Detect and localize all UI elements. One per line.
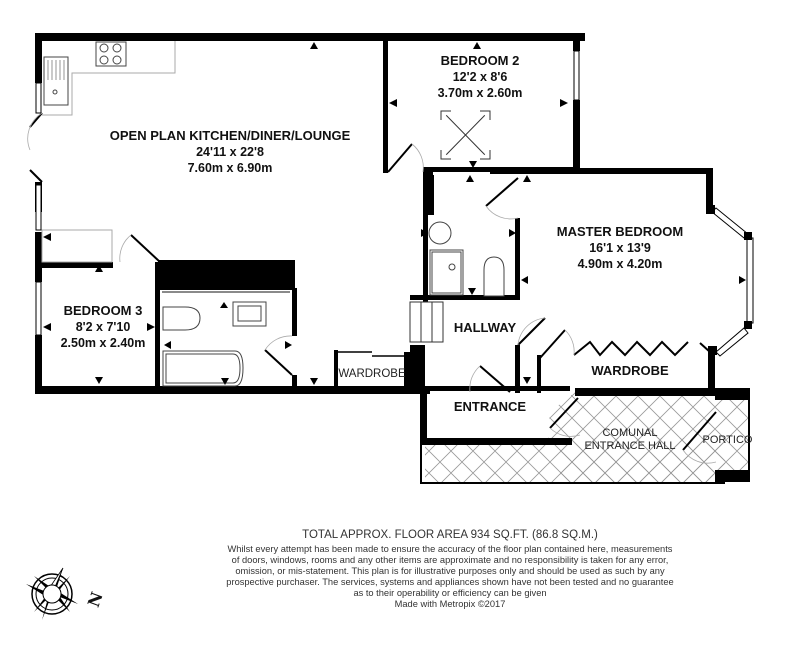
compass-rose-icon: N bbox=[18, 560, 113, 630]
bedroom3-dim-imperial: 8'2 x 7'10 bbox=[75, 320, 131, 334]
master-bedroom-dim-imperial: 16'1 x 13'9 bbox=[589, 241, 651, 255]
floor-plan bbox=[27, 33, 754, 484]
disclaimer-line: Whilst every attempt has been made to en… bbox=[227, 544, 673, 554]
disclaimer-line: as to their operability or efficiency ca… bbox=[353, 588, 547, 598]
wardrobe-master-label: WARDROBE bbox=[591, 363, 669, 378]
disclaimer: Whilst every attempt has been made to en… bbox=[200, 544, 700, 610]
portico-label: PORTICO bbox=[702, 434, 753, 446]
measurement-markers bbox=[43, 42, 746, 385]
footer: TOTAL APPROX. FLOOR AREA 934 SQ.FT. (86.… bbox=[200, 528, 700, 610]
bedroom3-label: BEDROOM 3 8'2 x 7'10 2.50m x 2.40m bbox=[48, 303, 158, 351]
disclaimer-line: prospective purchaser. The services, sys… bbox=[226, 577, 674, 587]
disclaimer-line: omission, or mis-statement. This plan is… bbox=[235, 566, 665, 576]
communal-hall-label: COMUNAL ENTRANCE HALL bbox=[580, 427, 680, 453]
hallway-label: HALLWAY bbox=[453, 320, 517, 335]
master-bedroom-dim-metric: 4.90m x 4.20m bbox=[577, 257, 663, 271]
bedroom3-dim-metric: 2.50m x 2.40m bbox=[60, 336, 146, 350]
total-floor-area: TOTAL APPROX. FLOOR AREA 934 SQ.FT. (86.… bbox=[302, 529, 598, 541]
master-bedroom-label: MASTER BEDROOM 16'1 x 13'9 4.90m x 4.20m bbox=[545, 224, 695, 272]
communal-hall-floor bbox=[425, 392, 750, 484]
kitchen-dim-imperial: 24'11 x 22'8 bbox=[196, 145, 264, 159]
kitchen-label: OPEN PLAN KITCHEN/DINER/LOUNGE 24'11 x 2… bbox=[90, 128, 370, 176]
entrance-label: ENTRANCE bbox=[453, 399, 527, 414]
communal-hall-line2: ENTRANCE HALL bbox=[584, 440, 676, 452]
windows bbox=[35, 50, 754, 357]
bedroom3-name: BEDROOM 3 bbox=[63, 303, 143, 318]
wardrobe-small-label: WARDROBE bbox=[338, 368, 406, 380]
metropix-credit: Made with Metropix ©2017 bbox=[394, 599, 506, 609]
bedroom2-name: BEDROOM 2 bbox=[440, 53, 520, 68]
master-bedroom-name: MASTER BEDROOM bbox=[556, 224, 684, 239]
communal-hall-line1: COMUNAL bbox=[602, 427, 658, 439]
bedroom2-dim-imperial: 12'2 x 8'6 bbox=[452, 70, 508, 84]
walls bbox=[35, 33, 750, 484]
bedroom2-dim-metric: 3.70m x 2.60m bbox=[437, 86, 523, 100]
doors bbox=[27, 112, 717, 464]
disclaimer-line: of doors, windows, rooms and any other i… bbox=[231, 555, 669, 565]
kitchen-name: OPEN PLAN KITCHEN/DINER/LOUNGE bbox=[109, 128, 351, 143]
fixtures bbox=[41, 41, 505, 387]
bedroom2-label: BEDROOM 2 12'2 x 8'6 3.70m x 2.60m bbox=[420, 53, 540, 101]
kitchen-dim-metric: 7.60m x 6.90m bbox=[187, 161, 273, 175]
